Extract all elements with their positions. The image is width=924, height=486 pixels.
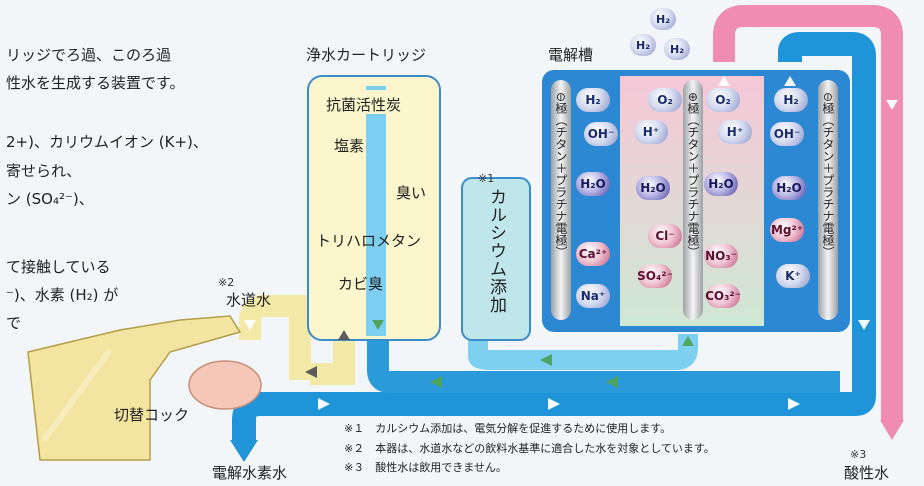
intro-line-6: て接触している	[6, 258, 111, 276]
electrode-center	[683, 80, 703, 320]
intro-line-8: で	[6, 314, 22, 332]
tap-water-label: 水道水	[226, 291, 272, 309]
tap-note-mark: ※2	[218, 276, 235, 289]
intro-line-4: 寄せられ、	[6, 162, 82, 180]
electrode-center-label: ⊕極（チタン＋プラチナ電極）	[686, 92, 700, 259]
molecule-k: K⁺	[776, 264, 810, 288]
trihalomethane-label: トリハロメタン	[316, 232, 422, 250]
calcium-note-mark: ※1	[478, 172, 495, 185]
molecule-h2o-right: H₂O	[772, 176, 806, 200]
calcium-cartridge-body	[461, 177, 531, 341]
electrolytic-cell-label: 電解槽	[548, 46, 594, 64]
intro-line-7: ⁻)、水素 (H₂) が	[6, 286, 119, 304]
molecule-oh-right: OH⁻	[770, 122, 804, 146]
molecule-na: Na⁺	[576, 284, 610, 308]
molecule-oh-left: OH⁻	[584, 122, 618, 146]
molecule-so4: SO₄²⁻	[637, 264, 673, 288]
faucet-body	[27, 315, 242, 461]
intro-line-5: ン (SO₄²⁻)、	[6, 190, 94, 208]
intro-line-2: 性水を生成する装置です。	[6, 74, 185, 92]
antibacterial-carbon-label: 抗菌活性炭	[326, 96, 402, 114]
molecule-h2-mid-left: H₂	[630, 34, 656, 56]
electrode-left	[551, 80, 571, 320]
electrode-right	[818, 80, 838, 320]
switch-cock	[188, 360, 262, 410]
mold-odor-label: カビ臭	[338, 275, 384, 293]
molecule-h2-right: H₂	[774, 88, 808, 112]
switch-cock-label: 切替コック	[114, 406, 190, 424]
acid-water-pipe	[713, 5, 903, 420]
molecule-o2-center-left: O₂	[648, 88, 682, 112]
tap-water-pipe	[239, 295, 355, 387]
molecule-o2-center-right: O₂	[706, 88, 740, 112]
molecule-h2-mid-right: H₂	[664, 38, 690, 60]
molecule-hplus-center-right: H⁺	[718, 120, 752, 144]
molecule-h2-left: H₂	[576, 88, 610, 112]
electrode-right-label: ⊖極（チタン＋プラチナ電極）	[821, 92, 835, 259]
footnote-2: ※２ 本器は、水道水などの飲料水基準に適合した水を対象としています。	[344, 442, 715, 455]
hydrogen-water-label: 電解水素水	[212, 464, 288, 482]
filtered-water-pipe	[367, 320, 840, 393]
odor-label: 臭い	[396, 184, 427, 202]
footnote-1: ※１ カルシウム添加は、電気分解を促進するために使用します。	[344, 422, 672, 435]
intro-line-1: リッジでろ過、このろ過	[6, 46, 172, 64]
acid-water-label: 酸性水	[844, 464, 890, 482]
molecule-hplus-center-left: H⁺	[634, 120, 668, 144]
molecule-ca: Ca²⁺	[576, 242, 610, 266]
filter-cartridge-label: 浄水カートリッジ	[306, 46, 427, 64]
molecule-co3: CO₃²⁻	[705, 284, 741, 308]
molecule-no3: NO₃⁻	[704, 244, 738, 268]
molecule-h2o-center-right: H₂O	[704, 172, 738, 196]
acid-note-mark: ※3	[850, 448, 867, 461]
molecule-h2o-center-left: H₂O	[636, 176, 670, 200]
molecule-cl: Cl⁻	[648, 224, 682, 248]
molecule-h2-top: H₂	[650, 8, 676, 30]
calcium-add-label: カルシウム添加	[486, 188, 506, 314]
footnote-3: ※３ 酸性水は飲用できません。	[344, 461, 507, 474]
intro-line-3: 2+)、カリウムイオン (K+)、	[6, 133, 208, 151]
electrode-left-label: ⊖極（チタン＋プラチナ電極）	[554, 92, 568, 259]
hydrogen-water-return-pipe	[232, 32, 876, 440]
flow-arrows	[244, 76, 898, 410]
molecule-h2o-left: H₂O	[576, 172, 610, 196]
calcium-to-cell-pipe	[468, 330, 698, 370]
molecule-mg: Mg²⁺	[770, 218, 804, 242]
chlorine-label: 塩素	[334, 137, 365, 155]
